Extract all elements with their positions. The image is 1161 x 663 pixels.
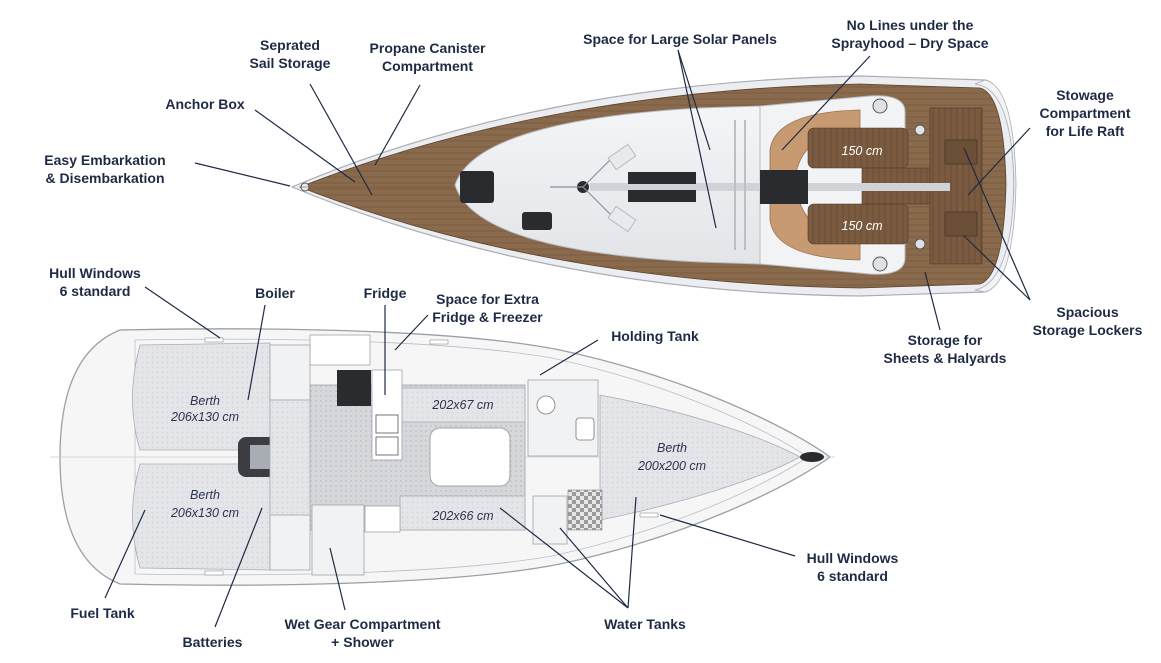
berth-forward-size: 200x200 cm <box>637 459 706 473</box>
berth-aft-bottom-name: Berth <box>190 488 220 502</box>
label-space-extra-fridge: Space for Extra Fridge & Freezer <box>432 291 543 325</box>
label-fridge: Fridge <box>363 285 407 301</box>
label-no-lines-under-sprayhood: No Lines under the Sprayhood – Dry Space <box>831 17 989 51</box>
label-batteries: Batteries <box>182 634 243 650</box>
label-hull-windows-aft: Hull Windows 6 standard <box>49 265 141 299</box>
label-holding-tank: Holding Tank <box>611 328 699 344</box>
cockpit-seat-dimension-bottom: 150 cm <box>842 219 883 233</box>
label-hull-windows-fwd: Hull Windows 6 standard <box>806 550 899 584</box>
berth-aft-top-name: Berth <box>190 394 220 408</box>
label-stowage-life-raft: Stowage Compartment for Life Raft <box>1039 87 1131 139</box>
leader-lines <box>104 49 1031 628</box>
label-storage-sheets-halyards: Storage for Sheets & Halyards <box>883 332 1007 366</box>
label-fuel-tank: Fuel Tank <box>70 605 135 621</box>
label-wet-gear-shower: Wet Gear Compartment + Shower <box>284 616 441 650</box>
interior-plan <box>50 328 835 586</box>
berth-forward-name: Berth <box>657 441 687 455</box>
label-spacious-storage-lockers: Spacious Storage Lockers <box>1032 304 1143 338</box>
label-anchor-box: Anchor Box <box>165 96 245 112</box>
berth-aft-top-size: 206x130 cm <box>170 410 239 424</box>
settee-bottom-size: 202x66 cm <box>431 509 493 523</box>
label-space-for-solar-panels: Space for Large Solar Panels <box>583 31 777 47</box>
settee-top-size: 202x67 cm <box>431 398 493 412</box>
berth-aft-bottom-size: 206x130 cm <box>170 506 239 520</box>
label-seprated-sail-storage: Seprated Sail Storage <box>249 37 331 71</box>
label-water-tanks: Water Tanks <box>604 616 686 632</box>
label-boiler: Boiler <box>255 285 295 301</box>
label-easy-embarkation: Easy Embarkation & Disembarkation <box>44 152 166 186</box>
cockpit-seat-dimension-top: 150 cm <box>842 144 883 158</box>
deck-plan <box>290 75 1017 297</box>
label-propane-canister-compartment: Propane Canister Compartment <box>369 40 486 74</box>
